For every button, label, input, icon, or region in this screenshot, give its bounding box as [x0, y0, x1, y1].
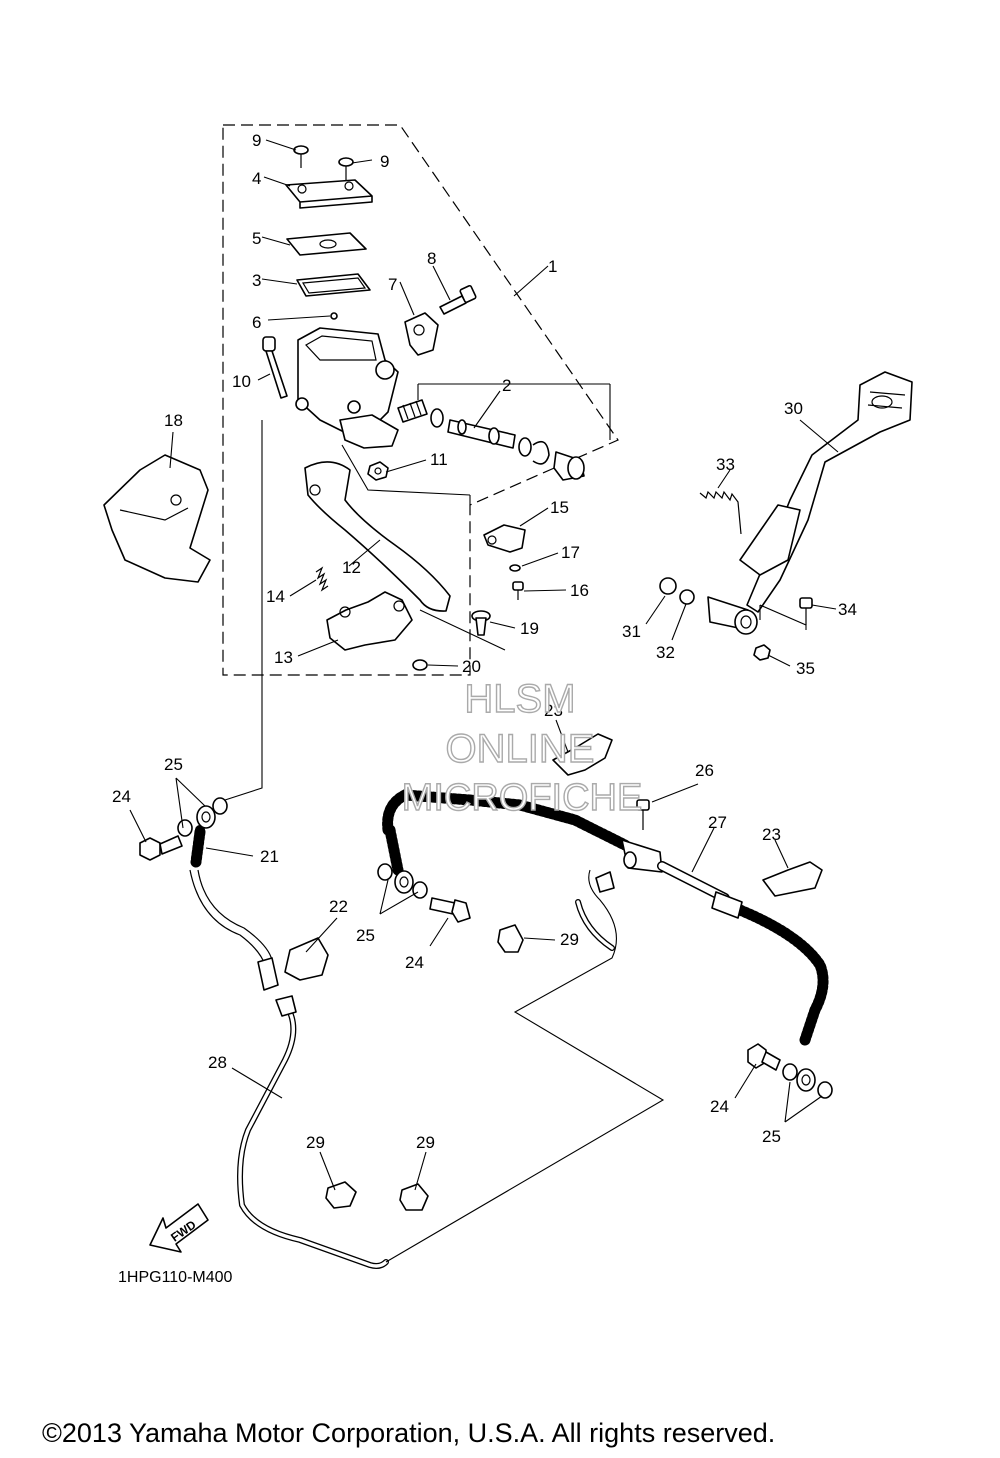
copyright-notice: ©2013 Yamaha Motor Corporation, U.S.A. A… — [42, 1418, 775, 1448]
callout-9b: 9 — [380, 152, 389, 171]
circlip-31 — [659, 577, 677, 595]
callout-3: 3 — [252, 271, 261, 290]
screw-16 — [512, 581, 524, 600]
callout-24b: 24 — [405, 953, 424, 972]
banjo-bolt-24-right — [747, 1043, 833, 1099]
banjo-bolt-24-left — [139, 797, 228, 861]
callout-22: 22 — [329, 897, 348, 916]
callout-24a: 24 — [112, 787, 131, 806]
callout-25c: 25 — [762, 1127, 781, 1146]
callout-12: 12 — [342, 558, 361, 577]
clip-29-right — [399, 1183, 429, 1211]
callout-32: 32 — [656, 643, 675, 662]
banjo-bolt-24-middle — [377, 863, 471, 923]
watermark-line3: MICROFICHE — [402, 777, 643, 819]
callout-2: 2 — [502, 376, 511, 395]
pin-19 — [471, 610, 491, 636]
diaphragm-plate — [286, 232, 367, 256]
forward-arrow-icon: FWD — [149, 1203, 209, 1253]
callout-28: 28 — [208, 1053, 227, 1072]
washer-32 — [679, 589, 695, 605]
lever-holder-13 — [326, 591, 413, 651]
callout-27: 27 — [708, 813, 727, 832]
callout-20: 20 — [462, 657, 481, 676]
nut-35 — [753, 644, 771, 661]
callout-11: 11 — [430, 450, 448, 469]
diagram-code: 1HPG110-M400 — [118, 1269, 233, 1286]
hose-guide-22 — [284, 937, 329, 981]
piston-kit-2 — [397, 399, 585, 481]
brake-pipe-28 — [237, 995, 389, 1269]
callout-33: 33 — [716, 455, 735, 474]
callout-23a: 23 — [544, 701, 563, 720]
clip-29-left — [325, 1181, 357, 1209]
small-part-6 — [330, 312, 338, 320]
callout-15: 15 — [550, 498, 569, 517]
screw-9-left — [293, 145, 309, 168]
callout-numbers: 9 9 4 5 3 6 7 8 1 2 10 11 12 14 13 15 17… — [112, 131, 857, 1152]
callout-35: 35 — [796, 659, 815, 678]
bolt-8 — [439, 284, 477, 315]
callout-8: 8 — [427, 249, 436, 268]
nut-11 — [367, 461, 389, 481]
washer-17 — [509, 564, 521, 572]
callout-13: 13 — [274, 648, 293, 667]
brake-lever-12 — [304, 461, 451, 612]
spring-33 — [699, 490, 742, 535]
callout-25b: 25 — [356, 926, 375, 945]
callout-34: 34 — [838, 600, 857, 619]
callout-19: 19 — [520, 619, 539, 638]
callout-31: 31 — [622, 622, 641, 641]
master-cylinder-body — [295, 327, 399, 449]
watermark-line1: HLSM — [464, 677, 575, 721]
callout-26: 26 — [695, 761, 714, 780]
diaphragm — [296, 273, 371, 297]
brake-hose-21 — [189, 825, 279, 991]
bolt-34 — [799, 597, 813, 625]
brake-pedal-30 — [746, 371, 913, 613]
hose-clamp-23-right — [762, 861, 823, 897]
bolt-26 — [636, 799, 650, 830]
callout-14: 14 — [266, 587, 285, 606]
callout-30: 30 — [784, 399, 803, 418]
callout-29c: 29 — [416, 1133, 435, 1152]
callout-10: 10 — [232, 372, 251, 391]
spring-14 — [315, 566, 329, 592]
callout-leaders — [129, 139, 839, 1191]
hose-clamp-23-upper — [552, 733, 613, 776]
watermark: HLSM ONLINE MICROFICHE — [401, 676, 643, 819]
brake-hose-27 — [382, 789, 829, 1046]
callout-21: 21 — [260, 847, 279, 866]
reservoir-cap — [285, 179, 373, 209]
callout-29b: 29 — [306, 1133, 325, 1152]
callout-5: 5 — [252, 229, 261, 248]
callout-23b: 23 — [762, 825, 781, 844]
washer-20 — [412, 659, 428, 671]
callout-29a: 29 — [560, 930, 579, 949]
callout-6: 6 — [252, 313, 261, 332]
watermark-line2: ONLINE — [446, 727, 595, 771]
callout-1: 1 — [548, 257, 557, 276]
callout-7: 7 — [388, 275, 397, 294]
callout-9a: 9 — [252, 131, 261, 150]
callout-16: 16 — [570, 581, 589, 600]
callout-24c: 24 — [710, 1097, 729, 1116]
bolt-10 — [262, 336, 288, 399]
screw-9-right — [338, 157, 354, 180]
callout-4: 4 — [252, 169, 261, 188]
pedal-pivot-boss — [707, 596, 758, 635]
callout-18: 18 — [164, 411, 183, 430]
brake-switch-15 — [483, 524, 526, 553]
callout-17: 17 — [561, 543, 580, 562]
callout-25a: 25 — [164, 755, 183, 774]
clip-29-middle — [497, 924, 524, 953]
